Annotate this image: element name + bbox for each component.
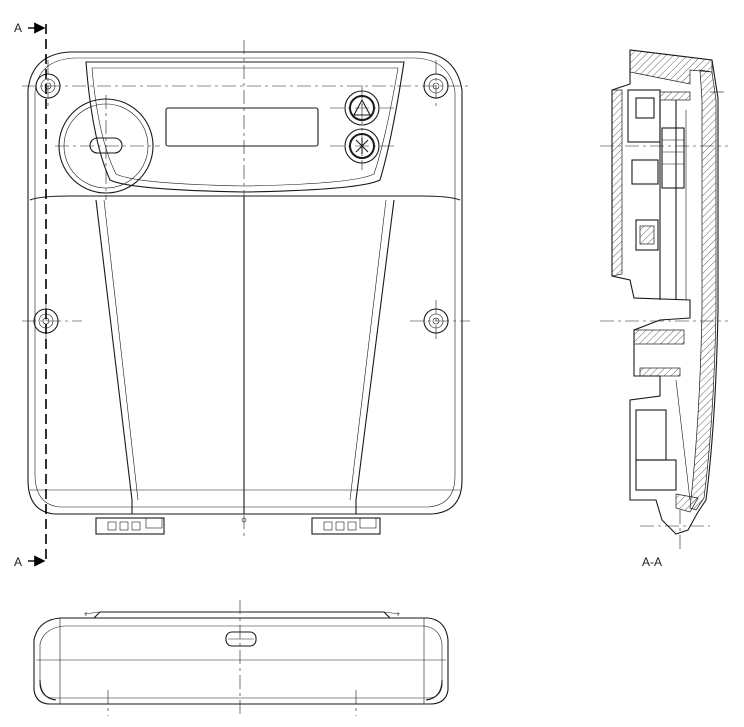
bottom-left-foot xyxy=(39,679,57,701)
front-view xyxy=(22,40,470,540)
display-panel-frame xyxy=(85,61,405,193)
section-back-plate-hatch xyxy=(611,89,623,277)
section-button-hatch xyxy=(659,91,691,101)
section-lower-block-hatch xyxy=(639,225,655,245)
cover-left-edge-inner xyxy=(103,199,139,501)
section-pcb-hatch xyxy=(639,367,681,377)
bottom-right-foot xyxy=(425,679,443,701)
section-mid-block xyxy=(631,159,659,185)
cover-right-edge-inner xyxy=(349,199,387,501)
terminal-block-left xyxy=(95,517,165,535)
section-bottom-clip-hatch xyxy=(675,493,699,513)
bottom-body-outline xyxy=(33,617,449,705)
section-outer-profile xyxy=(611,49,719,535)
side-section-view: A-A xyxy=(600,49,728,569)
section-mid-rib-hatch xyxy=(633,329,685,345)
bottom-top-plate xyxy=(92,611,392,619)
section-marker-bottom: A xyxy=(14,555,22,569)
section-upper-slot xyxy=(635,97,655,119)
section-lower-block xyxy=(635,219,659,251)
cover-right-edge xyxy=(355,199,395,514)
section-terminal-housing xyxy=(635,409,667,461)
section-front-cover-hatch xyxy=(689,69,717,511)
section-marker-top: A xyxy=(14,21,22,35)
lcd-window xyxy=(165,107,319,147)
terminal-block-right xyxy=(311,517,381,535)
section-terminal-base xyxy=(635,459,677,491)
bottom-body-inner xyxy=(39,625,443,699)
cover-left-edge xyxy=(95,199,133,514)
bottom-view xyxy=(33,600,449,716)
section-lower-cover-edge xyxy=(675,379,691,501)
bottom-seal-hole xyxy=(241,517,247,523)
front-housing-outline xyxy=(27,51,463,515)
bottom-top-plate-lines xyxy=(83,611,401,615)
section-line-a-a: A A xyxy=(14,21,47,569)
cover-divider xyxy=(29,195,461,201)
front-housing-inner-outline xyxy=(34,57,456,508)
section-display-stack xyxy=(661,127,685,189)
section-view-caption: A-A xyxy=(642,555,662,569)
section-top-cap-hatch xyxy=(629,49,713,85)
bottom-port-slot xyxy=(225,631,257,647)
